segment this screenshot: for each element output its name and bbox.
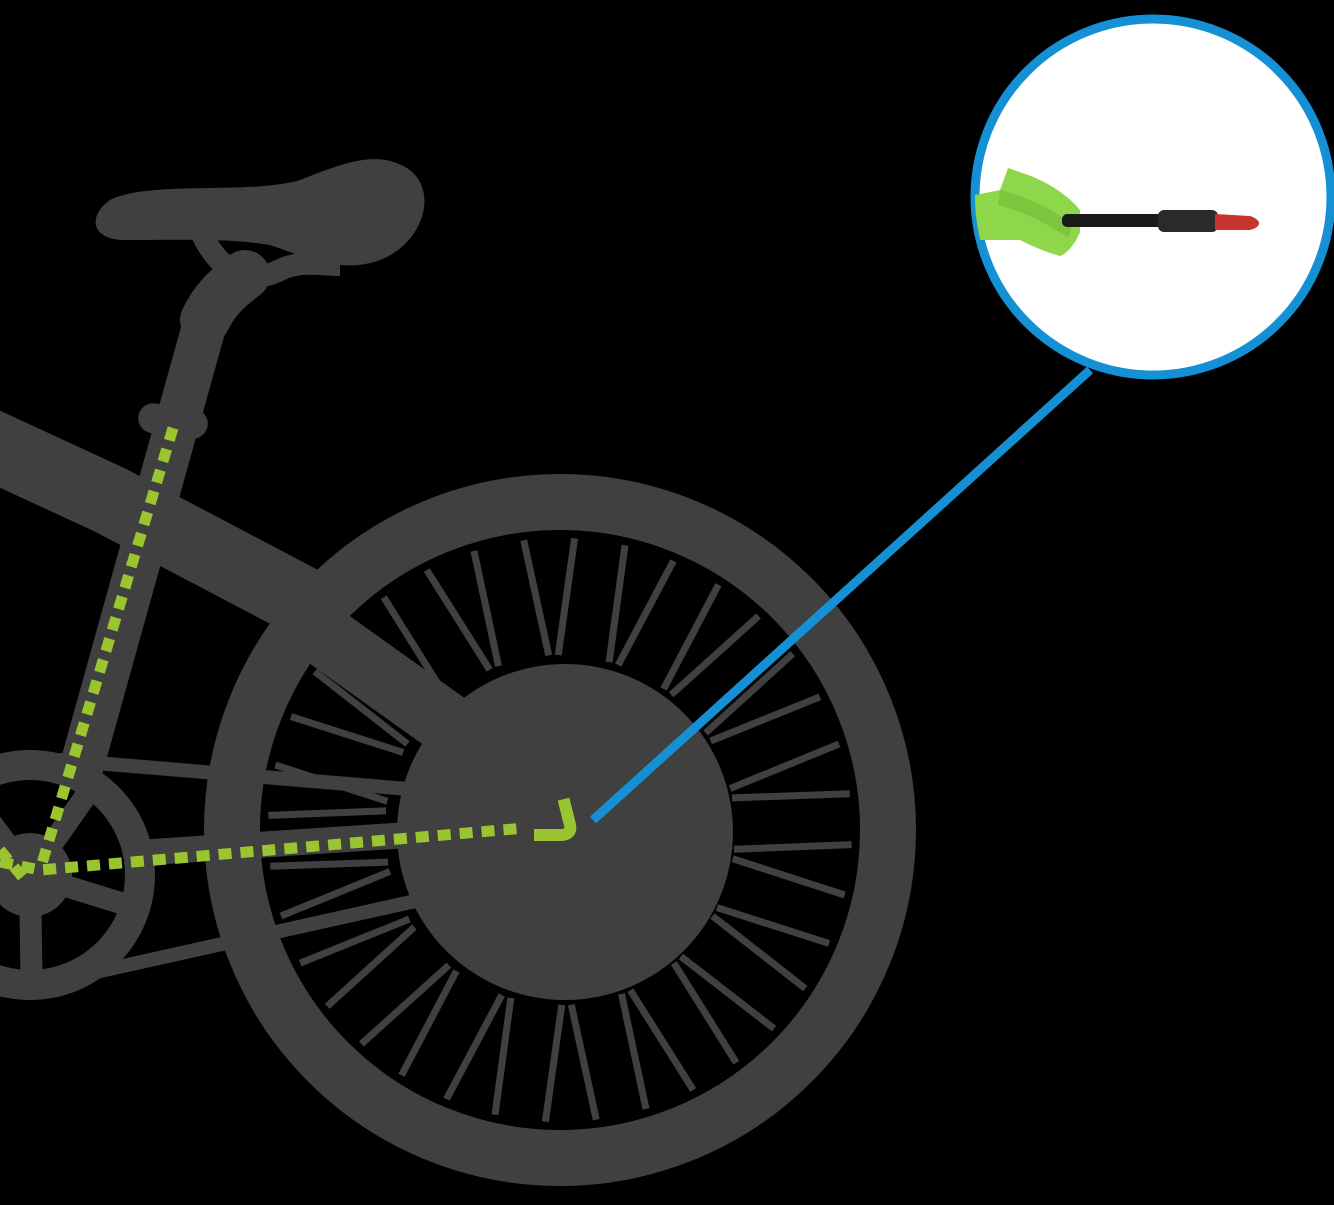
spoke — [706, 654, 793, 733]
spoke — [558, 538, 574, 655]
spoke — [495, 998, 511, 1115]
spoke — [270, 862, 388, 866]
spoke — [524, 540, 549, 655]
spoke — [712, 916, 805, 988]
callout-leader-line — [593, 370, 1090, 820]
spoke — [734, 845, 852, 850]
spoke — [447, 995, 502, 1099]
saddle-top — [96, 159, 425, 265]
spoke — [609, 545, 625, 662]
bicycle-silhouette — [0, 159, 888, 1158]
spoke — [730, 744, 839, 789]
connector-cable — [1062, 214, 1172, 227]
spoke — [291, 717, 403, 753]
spoke — [733, 859, 845, 895]
spoke — [717, 908, 829, 944]
spoke — [571, 1005, 596, 1120]
spoke — [327, 927, 414, 1006]
callout-bubble — [975, 19, 1331, 375]
spoke — [545, 1005, 561, 1122]
spoke — [618, 561, 673, 665]
spoke — [268, 811, 386, 816]
connector-sleeve — [1158, 210, 1218, 232]
spoke — [732, 794, 850, 798]
